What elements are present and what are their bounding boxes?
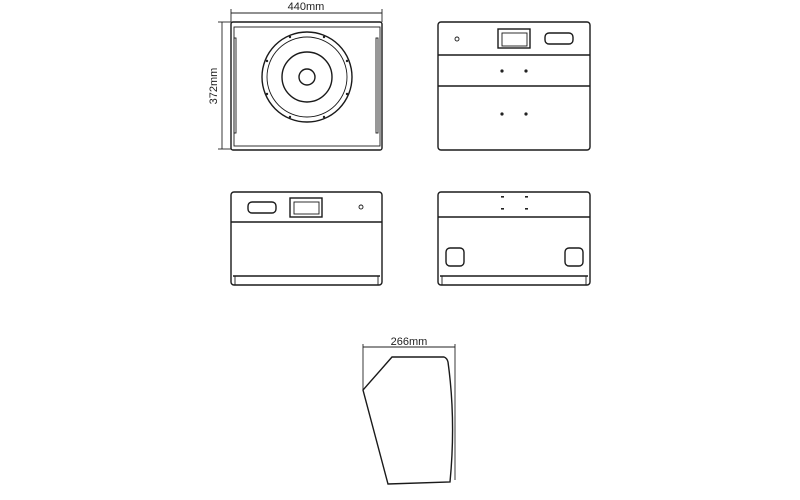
top-view [230, 191, 383, 286]
width-label: 440mm [288, 1, 325, 13]
front-view: 440mm 372mm [208, 1, 383, 151]
side-view: 266mm [362, 336, 456, 485]
foot-icon [445, 247, 465, 267]
foot-icon [564, 247, 584, 267]
handle-icon [289, 197, 323, 218]
handle-icon [497, 28, 531, 49]
port-slot-icon [544, 32, 574, 45]
depth-label: 266mm [391, 336, 428, 348]
woofer-icon [261, 31, 353, 123]
height-label: 372mm [208, 68, 220, 105]
bottom-view [437, 191, 591, 286]
port-slot-icon [247, 201, 277, 214]
rear-view [437, 21, 591, 151]
